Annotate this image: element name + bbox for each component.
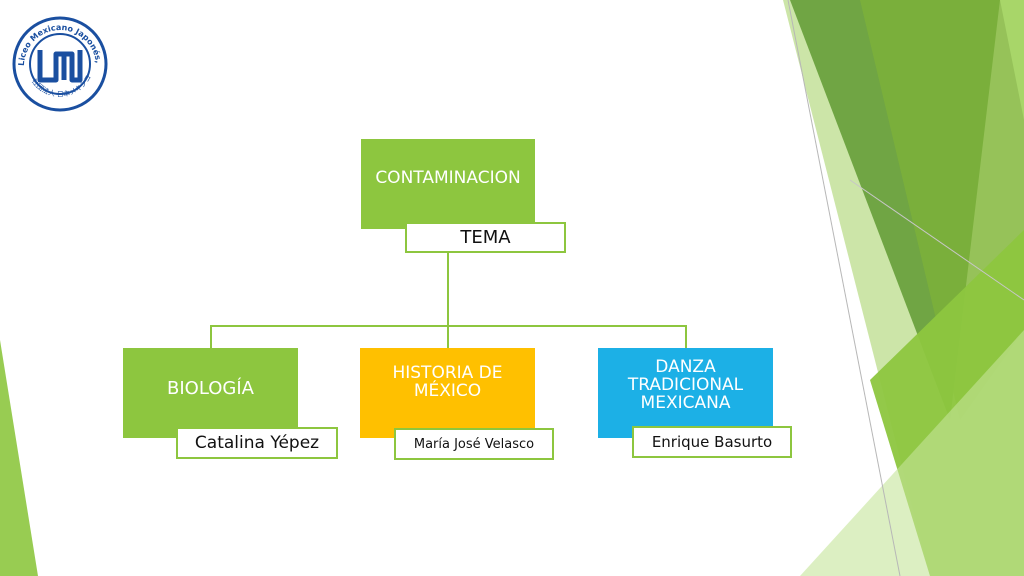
child-node-biologia: BIOLOGÍA [123,348,298,438]
child-node-historia: HISTORIA DE MÉXICO [360,348,535,438]
author-name-danza: Enrique Basurto [651,433,773,451]
root-tag-text: TEMA [460,227,511,248]
root-tag: TEMA [405,222,566,253]
child-title-danza: DANZA TRADICIONAL MEXICANA [627,357,744,413]
school-logo: Liceo Mexicano Japonés, A.C. 社団法人 日本メキシコ… [10,14,108,112]
author-label-danza: Enrique Basurto [632,426,792,458]
author-name-biologia: Catalina Yépez [194,433,320,453]
connector-root-vertical [447,252,449,326]
root-title: CONTAMINACION [375,168,521,188]
connector-right [685,325,687,349]
child-title-historia: HISTORIA DE MÉXICO [392,363,503,401]
child-title-biologia: BIOLOGÍA [167,377,254,399]
connector-left [210,325,212,349]
root-node: CONTAMINACION [361,139,535,229]
author-label-historia: María José Velasco [394,428,554,460]
child-node-danza: DANZA TRADICIONAL MEXICANA [598,348,773,438]
author-label-biologia: Catalina Yépez [176,427,338,459]
connector-middle [447,325,449,349]
author-name-historia: María José Velasco [413,436,535,452]
